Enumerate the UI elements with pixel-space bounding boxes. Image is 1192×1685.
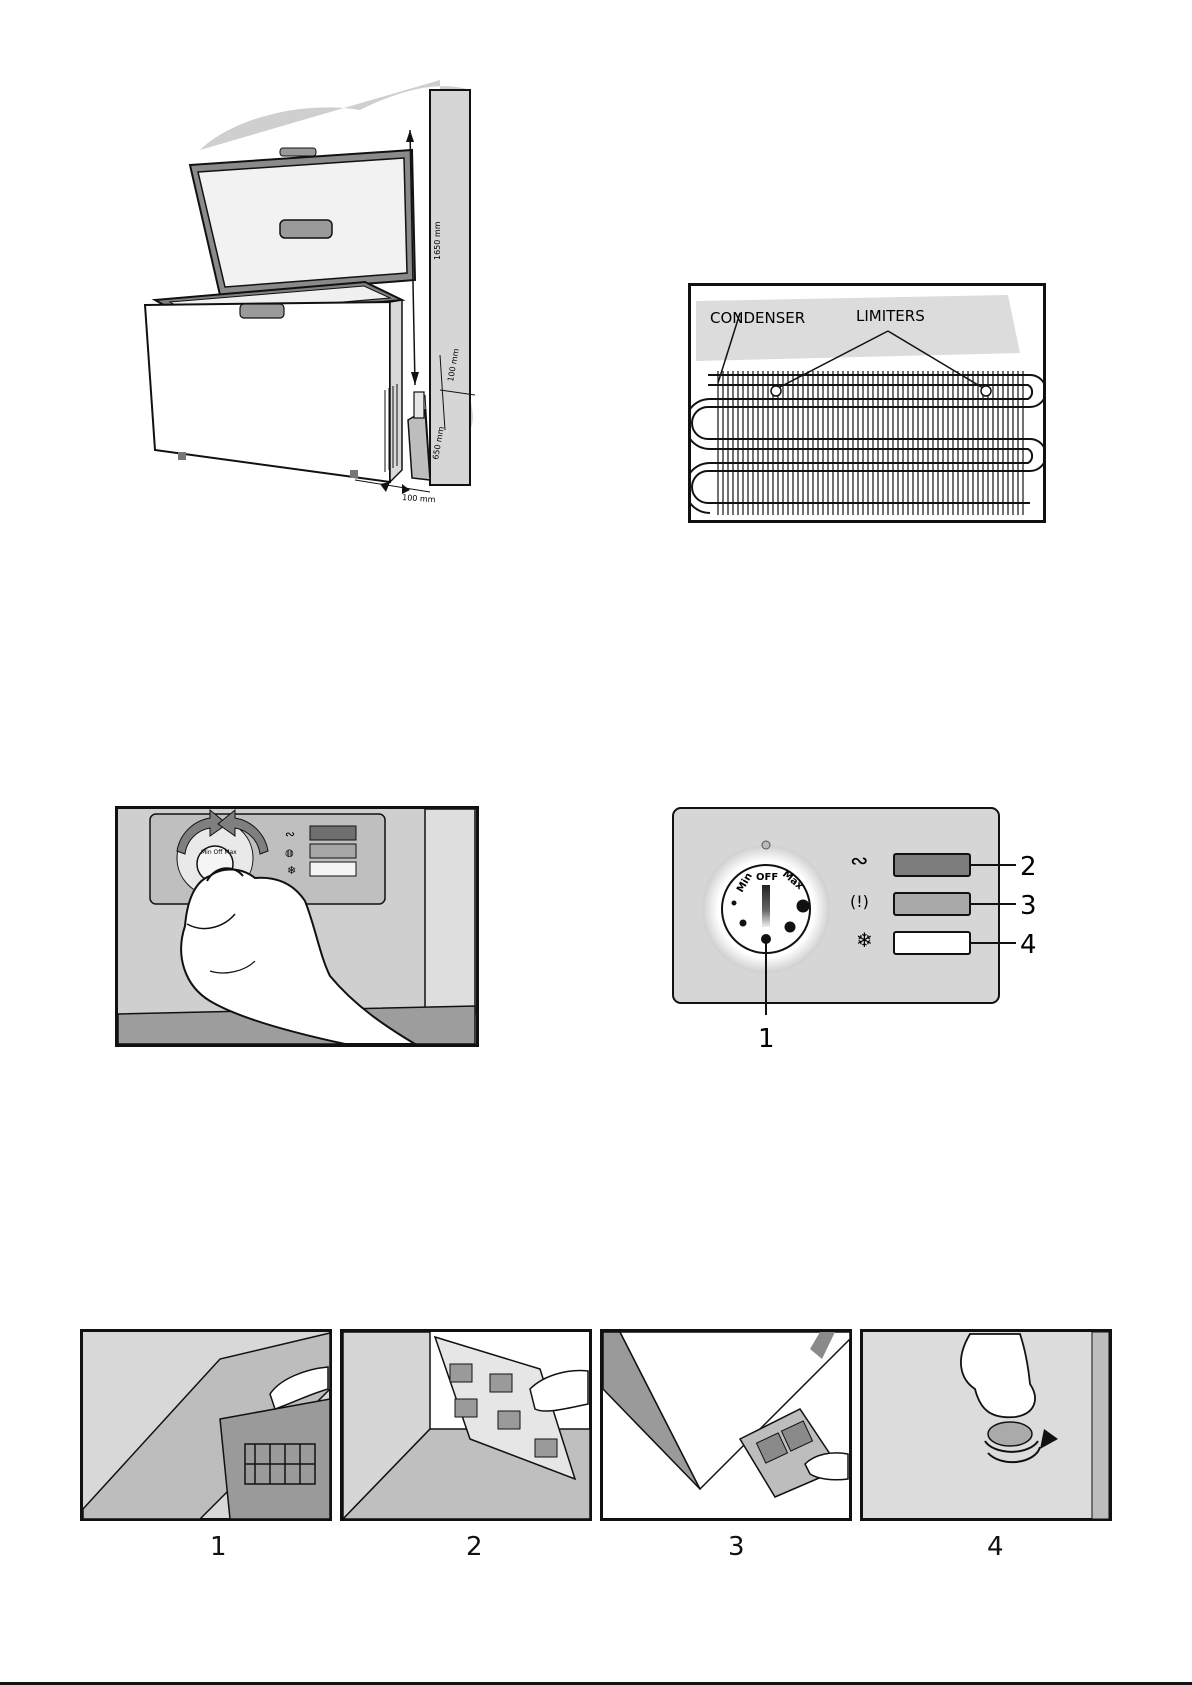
callout-4: 4	[1020, 930, 1037, 960]
callout-2: 2	[1020, 852, 1037, 882]
step-number-4: 4	[987, 1532, 1004, 1562]
step-panel-3	[600, 1329, 852, 1521]
control-panel-diagram: Min OFF Max ∾ (!) ❄ 2 3 4 1	[670, 805, 1070, 1055]
alarm-icon-small: ◍	[285, 848, 294, 859]
step-number-1: 1	[210, 1532, 227, 1562]
step-panel-2	[340, 1329, 592, 1521]
dial-turning-figure: Min Off Max ∾ ◍ ❄	[115, 806, 479, 1047]
dial-off-label: OFF	[756, 872, 778, 883]
power-lamp	[894, 854, 970, 876]
limiters-label: LIMITERS	[856, 307, 925, 325]
callout-3: 3	[1020, 891, 1037, 921]
power-icon-small: ∾	[285, 827, 295, 841]
dim-back-gap-label: 100 mm	[402, 493, 436, 504]
alarm-lamp	[894, 893, 970, 915]
step-number-3: 3	[728, 1532, 745, 1562]
condenser-label: CONDENSER	[710, 309, 805, 327]
power-icon: ∾	[850, 849, 868, 874]
snowflake-icon: ❄	[856, 928, 873, 952]
alarm-icon: (!)	[850, 892, 869, 911]
step-number-2: 2	[466, 1532, 483, 1562]
step-panel-4	[860, 1329, 1112, 1521]
condenser-figure: CONDENSER LIMITERS	[688, 283, 1046, 523]
step-panel-1	[80, 1329, 332, 1521]
fast-freeze-lamp	[894, 932, 970, 954]
freezer-installation-figure: 1650 mm 100 mm 650 mm 100 mm	[140, 80, 520, 535]
snowflake-icon-small: ❄	[287, 864, 296, 877]
callout-1: 1	[758, 1024, 775, 1054]
dial-text-small: Min Off Max	[201, 849, 237, 856]
dim-height-label: 1650 mm	[433, 221, 442, 260]
